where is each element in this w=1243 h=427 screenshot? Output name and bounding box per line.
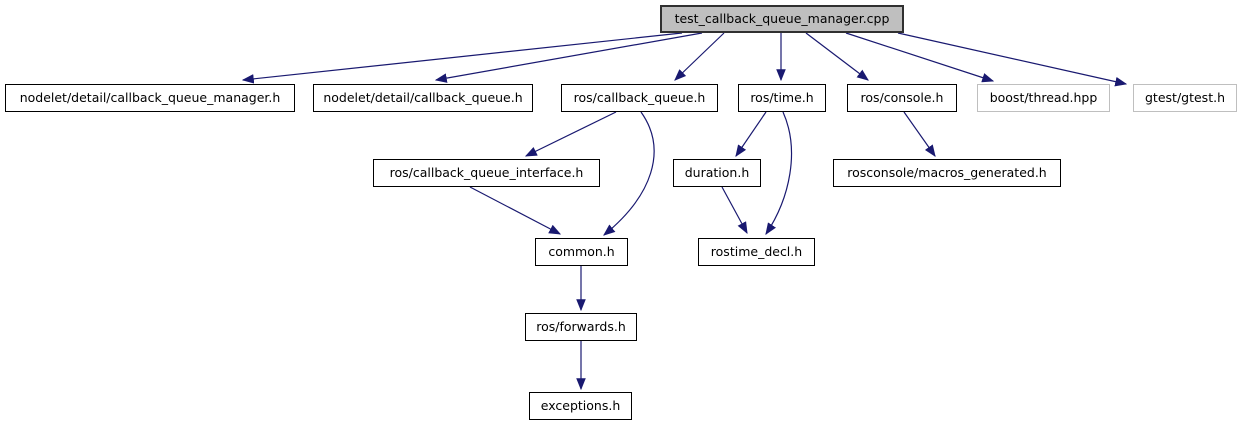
node-ros-callback-queue-h[interactable]: ros/callback_queue.h	[561, 84, 718, 112]
edge-duration-to-rostime-decl	[721, 186, 748, 235]
edge-callback-queue-to-common	[603, 111, 655, 236]
node-duration-h[interactable]: duration.h	[673, 159, 761, 187]
edge-time-to-rostime-decl	[765, 111, 793, 235]
node-ros-callback-queue-interface-h[interactable]: ros/callback_queue_interface.h	[373, 159, 600, 187]
node-nodelet-detail-callback-queue-h[interactable]: nodelet/detail/callback_queue.h	[313, 84, 533, 112]
edge-interface-to-common	[469, 186, 562, 235]
edge-root-to-gtest-gtest-h	[897, 32, 1128, 87]
edge-root-to-boost-thread-hpp	[845, 32, 995, 83]
edge-root-to-callback-queue-h-nodelet	[434, 32, 703, 83]
node-rosconsole-macros-generated-h[interactable]: rosconsole/macros_generated.h	[833, 159, 1061, 187]
node-ros-forwards-h[interactable]: ros/forwards.h	[525, 313, 637, 341]
edge-root-to-ros-console-h	[805, 32, 869, 81]
node-rostime-decl-h[interactable]: rostime_decl.h	[698, 238, 815, 266]
edge-root-to-ros-callback-queue-h	[674, 32, 725, 81]
node-ros-time-h[interactable]: ros/time.h	[738, 84, 826, 112]
node-gtest-gtest-h: gtest/gtest.h	[1133, 84, 1237, 112]
node-boost-thread-hpp: boost/thread.hpp	[977, 84, 1110, 112]
node-common-h[interactable]: common.h	[535, 238, 628, 266]
edge-root-to-callback-queue-manager-h	[241, 32, 683, 84]
node-nodelet-detail-callback-queue-manager-h[interactable]: nodelet/detail/callback_queue_manager.h	[5, 84, 295, 112]
edge-console-to-macros-generated	[903, 111, 936, 157]
edge-callback-queue-to-interface	[524, 111, 617, 157]
node-test-callback-queue-manager-cpp: test_callback_queue_manager.cpp	[660, 5, 904, 33]
node-exceptions-h[interactable]: exceptions.h	[529, 392, 632, 420]
edge-time-to-duration	[735, 111, 767, 157]
node-ros-console-h[interactable]: ros/console.h	[847, 84, 957, 112]
